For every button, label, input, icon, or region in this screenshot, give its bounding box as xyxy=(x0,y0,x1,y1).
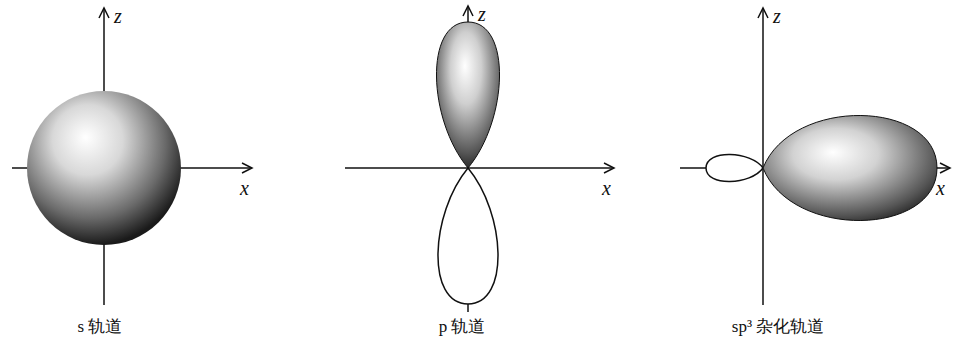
axes xyxy=(12,6,950,312)
axis-label: x xyxy=(936,178,945,198)
p-lobe-lower xyxy=(438,168,498,304)
axis-label: z xyxy=(773,6,781,26)
axis-label: z xyxy=(114,6,122,26)
axis-label: z xyxy=(478,4,486,24)
axis-label: x xyxy=(240,178,249,198)
orbital-caption: sp³ 杂化轨道 xyxy=(732,318,824,335)
orbital-caption: s 轨道 xyxy=(78,318,123,335)
p-lobe-upper xyxy=(436,22,499,168)
s-orbital xyxy=(27,91,181,245)
sp3-small-lobe xyxy=(706,154,763,181)
axis-label: x xyxy=(602,178,611,198)
orbital-caption: p 轨道 xyxy=(439,318,486,335)
sp3-large-lobe xyxy=(763,115,937,220)
